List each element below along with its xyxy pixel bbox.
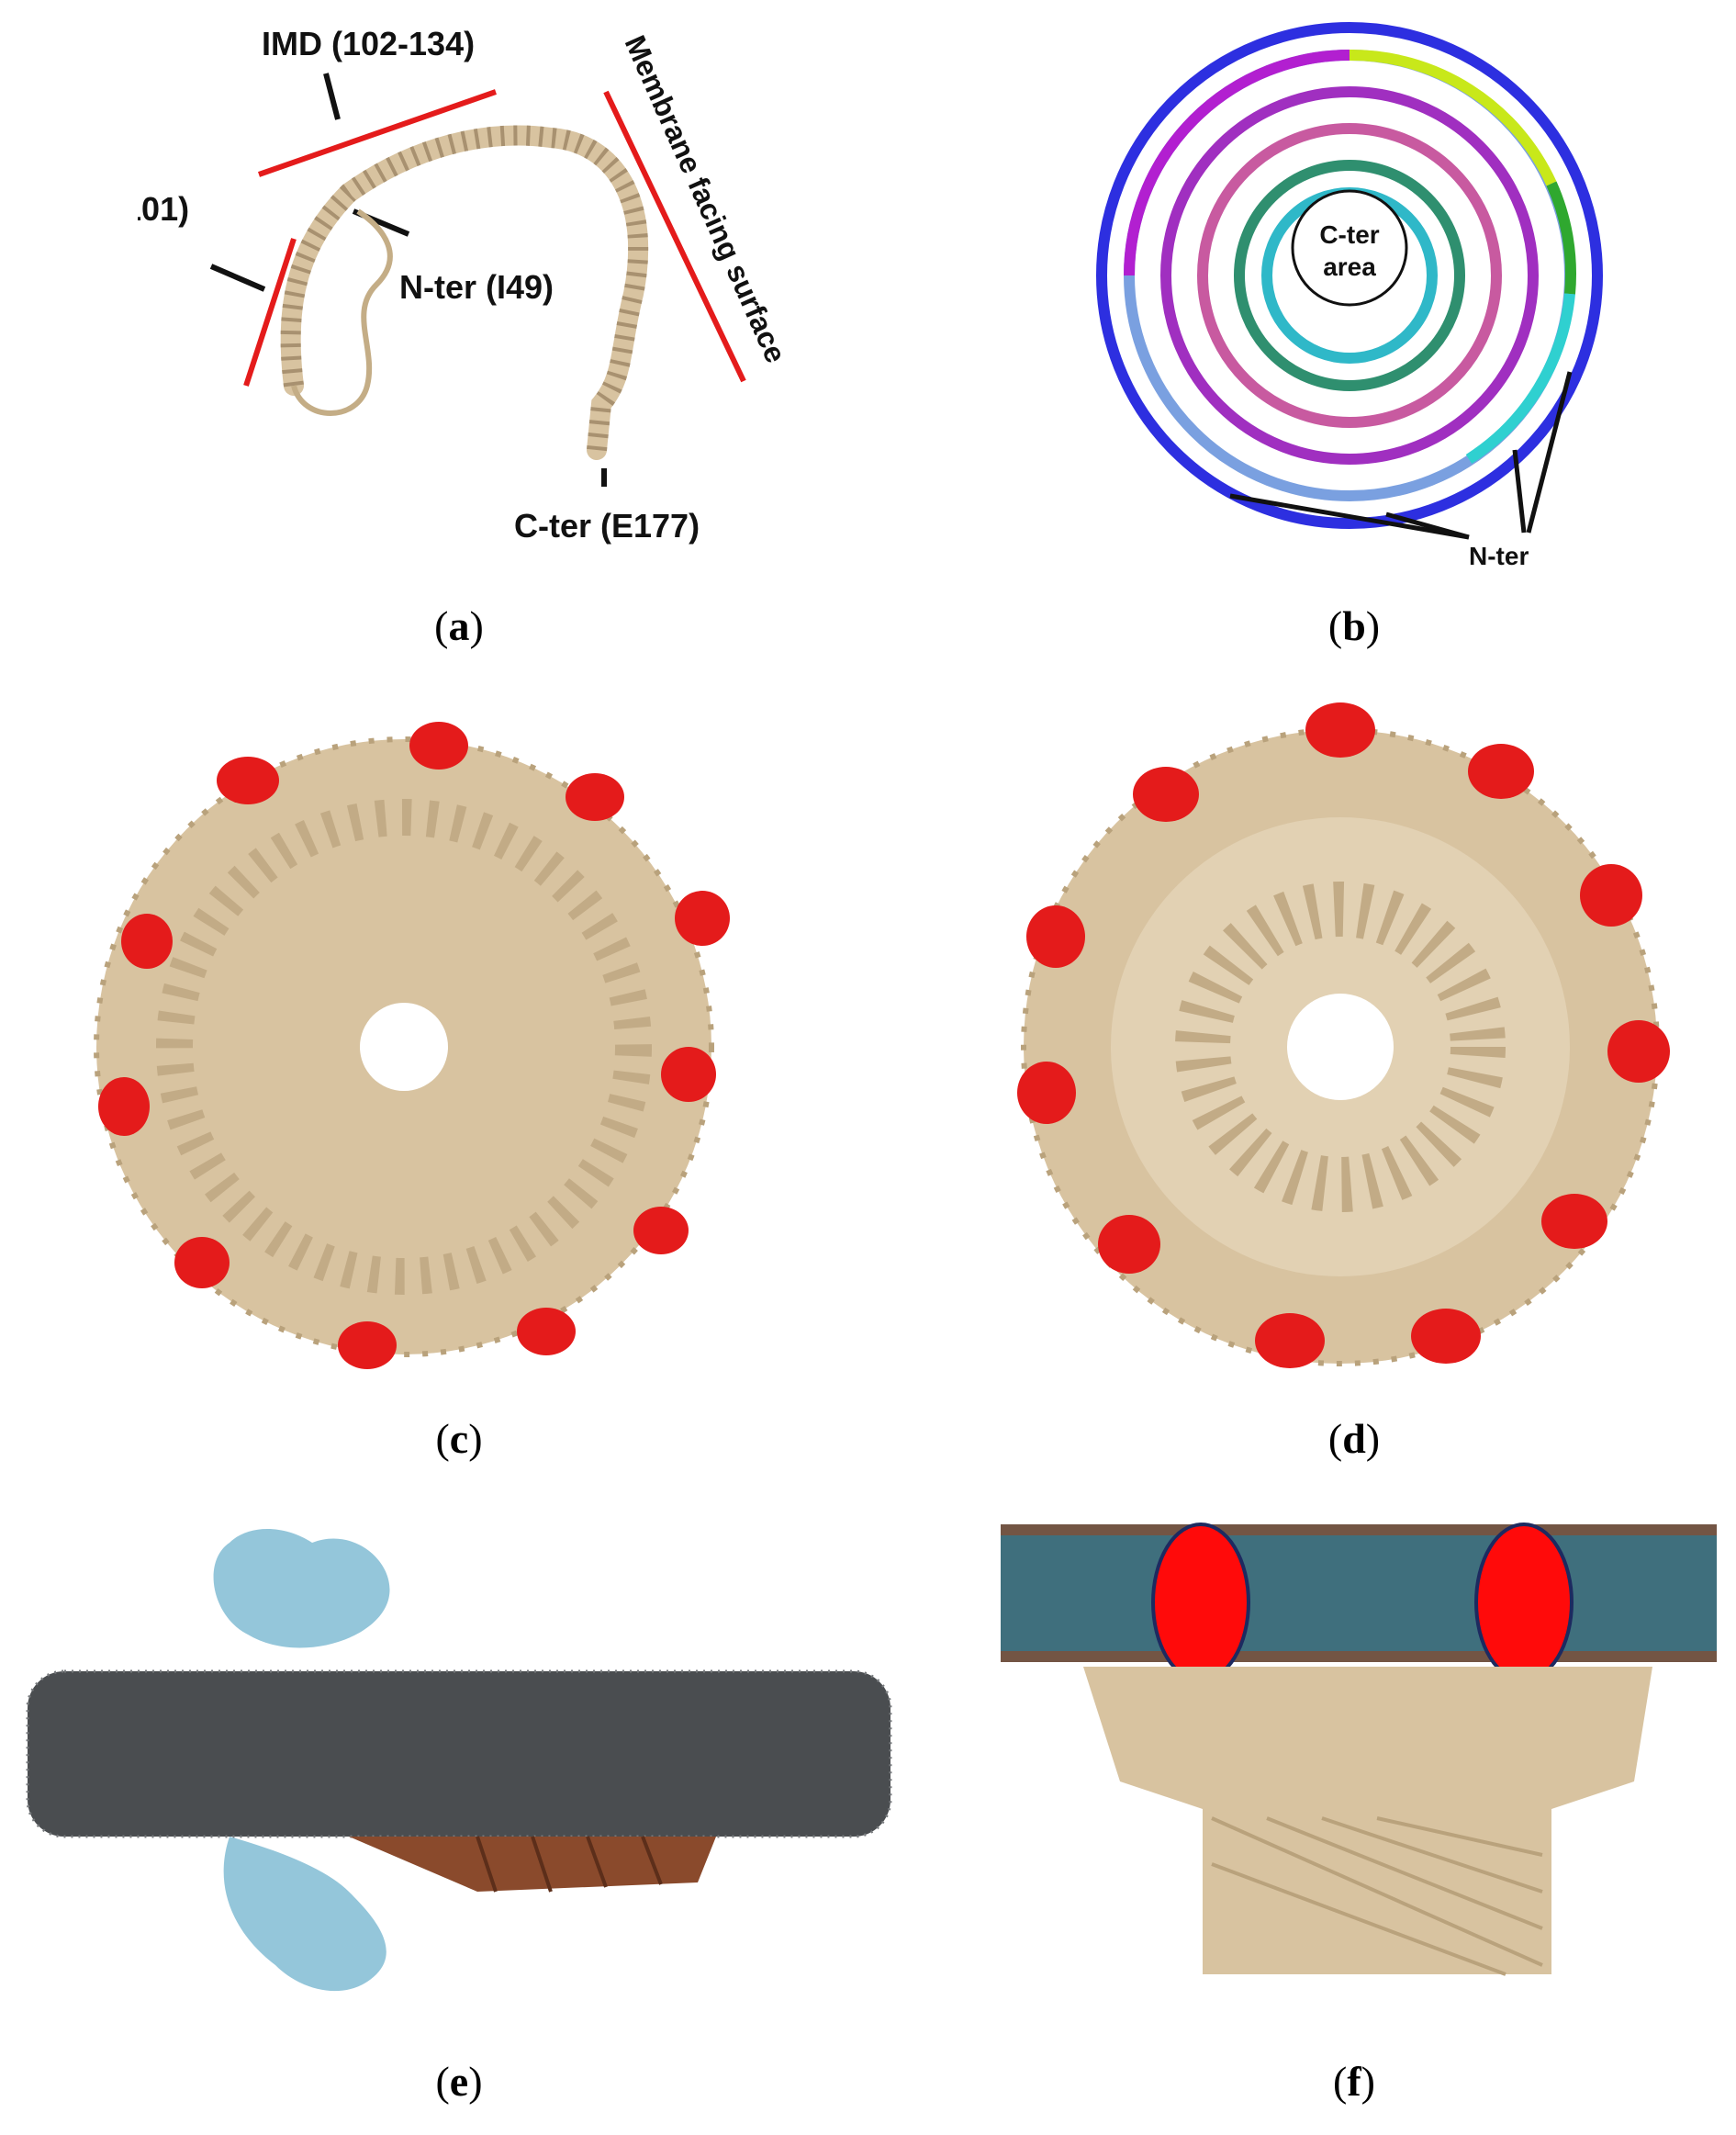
surface-inner-texture-c [156,799,652,1295]
cter-area-label-1: C-ter [1319,220,1379,249]
arc-yellow [1349,49,1557,186]
panel-f-figure [991,1506,1726,2020]
ring-pink [1197,123,1502,428]
nter-pointer-4 [1526,371,1573,534]
bilayer-lower-headgroups [1001,1651,1717,1662]
ring-violet [1160,86,1539,465]
sd-range-label: (82-101) [138,190,189,228]
red-patches-c [98,722,730,1369]
panel-a-svg: IMD (102-134) SD (82-101) N-ter (I49) C-… [138,25,793,545]
panel-e-figure [18,1506,900,2020]
panel-d-figure [991,689,1689,1405]
loop-coil [291,208,393,416]
helix-coil [280,125,649,452]
central-pore-d [1287,994,1394,1100]
assembly-texture [1211,1816,1543,1976]
arc-green [1546,181,1576,295]
cter-label: C-ter (E177) [514,507,700,545]
protein-lower [223,1837,386,1992]
caption-a: (a) [434,602,484,649]
nter-label-b: N-ter [1469,542,1529,570]
sd-boundary-line [243,238,297,387]
lattice-texture [476,1836,663,1893]
membrane-label: Membrane facing surface [619,30,793,367]
red-oval-left [1151,1523,1250,1682]
imd-label: IMD (102-134) [262,25,475,62]
panel-e-svg [26,1529,892,1992]
imd-boundary-line [258,89,497,177]
membrane-boundary-line [603,90,746,383]
nter-pointer-3 [1512,449,1527,534]
red-oval-right [1474,1523,1574,1682]
surface-texture-c [94,736,714,1357]
surface-inner-texture-d [1175,882,1506,1212]
arc-cyan [1465,293,1575,465]
nter-label: N-ter (I49) [399,268,554,306]
nter-pointer-2 [1385,511,1470,540]
protein-upper [213,1529,390,1648]
membrane-slab [28,1671,890,1837]
caption-b: (b) [1327,602,1381,649]
panel-c-figure [92,689,734,1405]
panel-a-figure: IMD (102-134) SD (82-101) N-ter (I49) C-… [138,18,863,588]
bilayer-upper-headgroups [1001,1524,1717,1535]
panel-c-svg [94,722,730,1369]
ring-blue [1096,22,1603,529]
nter-pointer-1 [1229,493,1470,540]
bilayer-slab [1001,1524,1717,1662]
arc-purple [1124,50,1350,276]
caption-f: (f) [1333,2058,1375,2105]
ring-teal [1234,160,1465,391]
cter-area-circle [1291,189,1408,307]
sd-pointer [209,264,266,292]
central-pore-c [360,1003,448,1091]
panel-b-figure: C-ter area N-ter [1074,18,1643,588]
brown-lattice [349,1837,716,1892]
cter-area-label-2: area [1323,253,1376,281]
panel-d-svg [1017,702,1670,1368]
caption-c: (c) [435,1415,483,1462]
protein-assembly [1083,1667,1652,1974]
panel-f-svg [1001,1523,1717,1976]
red-patches-d [1017,702,1670,1368]
caption-d: (d) [1327,1415,1381,1462]
panel-b-svg: C-ter area N-ter [1096,22,1603,570]
caption-e: (e) [435,2058,483,2105]
imd-pointer [323,73,341,120]
